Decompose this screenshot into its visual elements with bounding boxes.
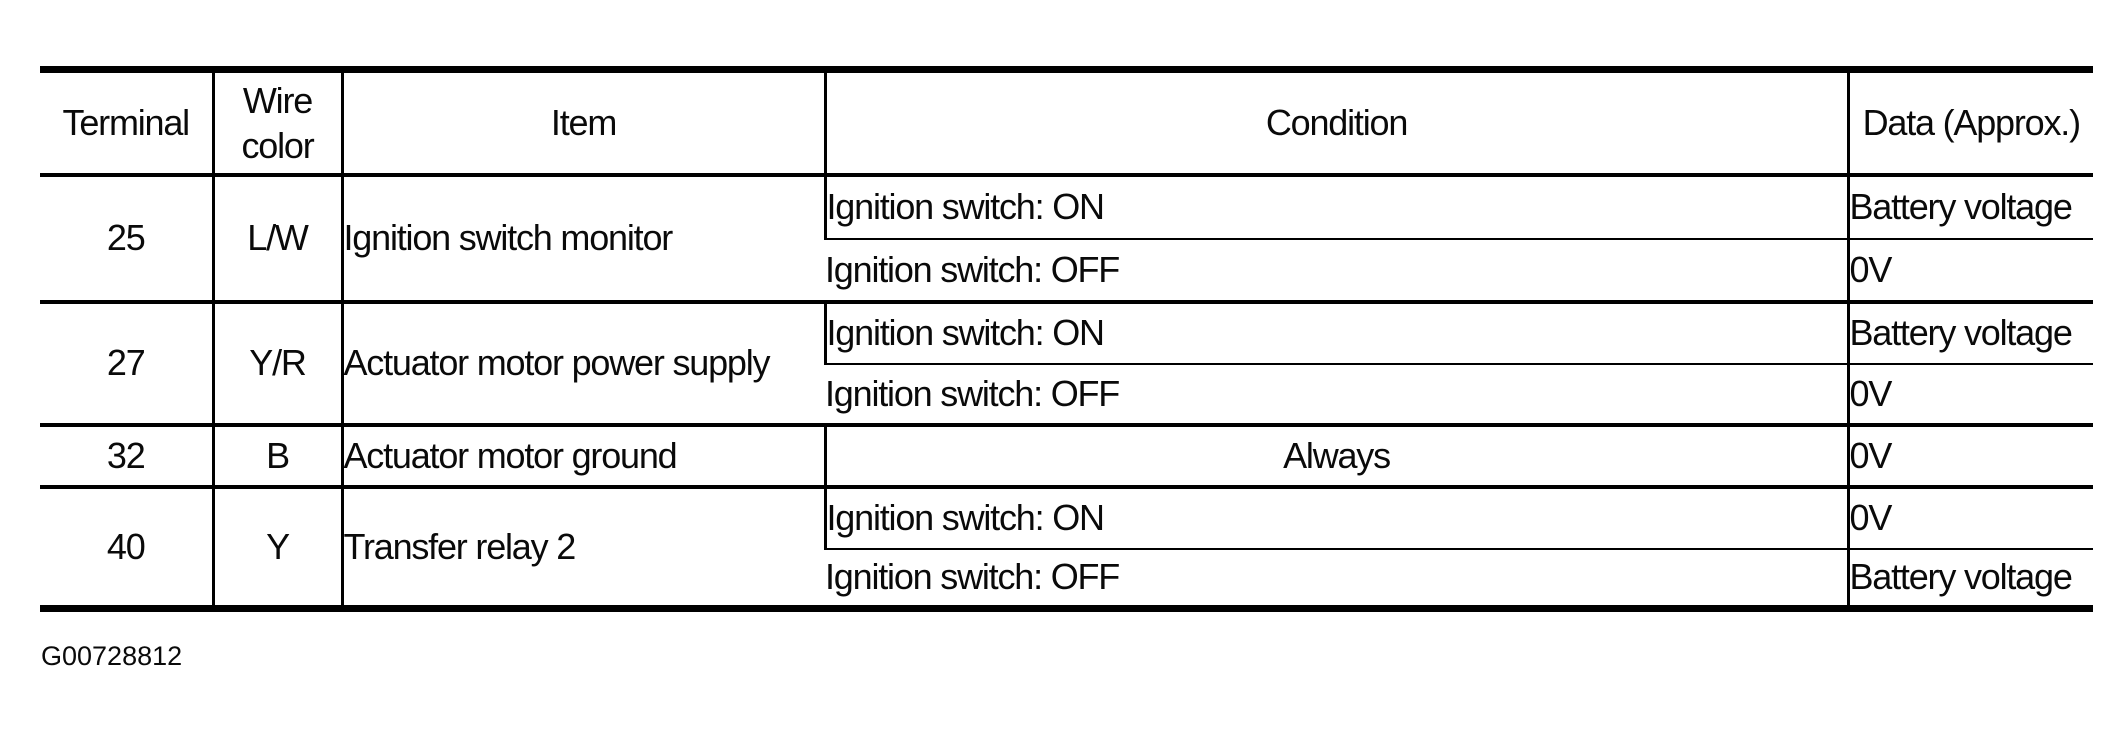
condition-cell: Ignition switch: OFF <box>825 362 1848 425</box>
item-cell: Transfer relay 2 <box>340 484 825 609</box>
data-cell: 0V <box>1846 422 2093 487</box>
item-cell: Ignition switch monitor <box>340 172 825 302</box>
condition-cell: Always <box>823 422 1848 487</box>
data-cell: Battery voltage <box>1846 547 2093 609</box>
terminal-cell: 25 <box>40 172 213 302</box>
data-cell: Battery voltage <box>1846 172 2093 239</box>
data-cell: 0V <box>1846 237 2093 302</box>
condition-cell: Ignition switch: OFF <box>825 237 1848 302</box>
terminal-cell: 27 <box>40 299 213 425</box>
table-row: 40 Y Transfer relay 2 Ignition switch: O… <box>40 484 2093 609</box>
header-row: Terminal Wire color Item Condition Data … <box>40 69 2093 177</box>
item-cell: Actuator motor power supply <box>340 299 825 425</box>
col-header-item: Item <box>340 69 825 177</box>
terminal-data-table: Terminal Wire color Item Condition Data … <box>40 66 2093 612</box>
wire-color-cell: L/W <box>211 172 342 302</box>
terminal-cell: 32 <box>40 422 213 487</box>
data-cell: 0V <box>1846 484 2093 549</box>
col-header-condition: Condition <box>823 69 1848 177</box>
col-header-terminal: Terminal <box>40 69 213 177</box>
wire-color-cell: Y <box>211 484 342 609</box>
wire-color-cell: Y/R <box>211 299 342 425</box>
table-row: 25 L/W Ignition switch monitor Ignition … <box>40 172 2093 302</box>
condition-cell: Ignition switch: ON <box>823 172 1848 239</box>
table-row: 27 Y/R Actuator motor power supply Ignit… <box>40 299 2093 425</box>
condition-cell: Ignition switch: ON <box>823 484 1848 549</box>
item-cell: Actuator motor ground <box>340 422 825 487</box>
table-row: Ignition switch: OFF 0V <box>40 362 2093 425</box>
data-cell: Battery voltage <box>1846 299 2093 364</box>
data-cell: 0V <box>1846 362 2093 425</box>
table-row: Ignition switch: OFF 0V <box>40 237 2093 302</box>
col-header-data: Data (Approx.) <box>1846 69 2093 177</box>
terminal-cell: 40 <box>40 484 213 609</box>
table-row: 32 B Actuator motor ground Always 0V <box>40 422 2093 487</box>
wire-color-cell: B <box>211 422 342 487</box>
figure-id-label: G00728812 <box>41 641 183 671</box>
table-row: Ignition switch: OFF Battery voltage <box>40 547 2093 609</box>
condition-cell: Ignition switch: OFF <box>825 547 1848 609</box>
condition-cell: Ignition switch: ON <box>823 299 1848 364</box>
col-header-wire-color: Wire color <box>211 69 342 177</box>
